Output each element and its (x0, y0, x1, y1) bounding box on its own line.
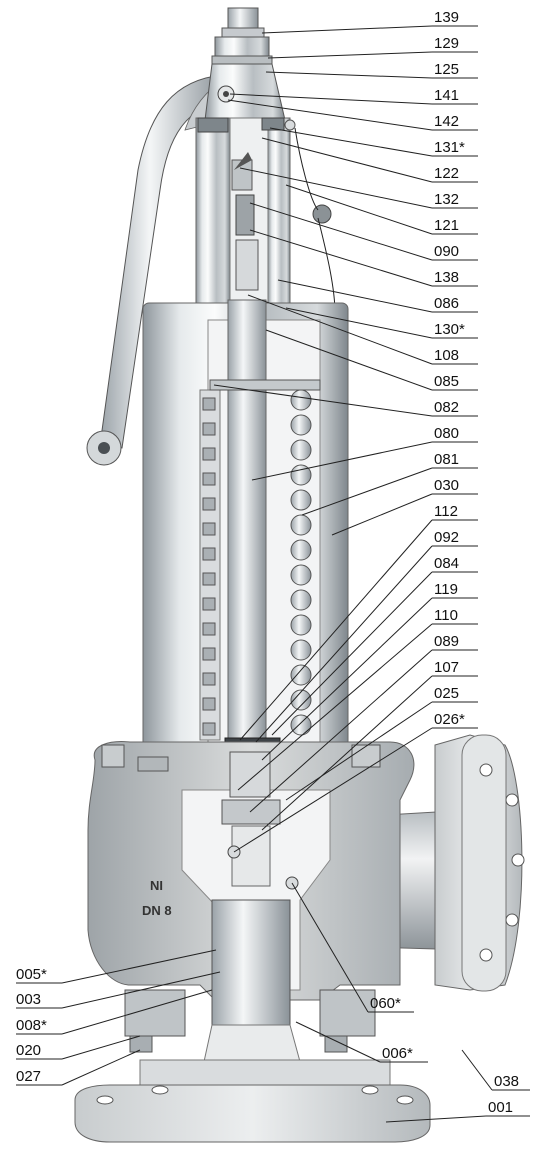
label-110: 110 (434, 607, 458, 624)
label-001: 001 (488, 1099, 513, 1116)
label-138: 138 (434, 269, 459, 286)
label-092: 092 (434, 529, 459, 546)
label-082: 082 (434, 399, 459, 416)
body-marking-ni: NI (150, 878, 163, 893)
label-119: 119 (434, 581, 458, 598)
label-030: 030 (434, 477, 459, 494)
label-142: 142 (434, 113, 459, 130)
label-090: 090 (434, 243, 459, 260)
label-006: 006* (382, 1045, 413, 1062)
label-005: 005* (16, 966, 47, 983)
label-141: 141 (434, 87, 459, 104)
label-060: 060* (370, 995, 401, 1012)
spring-coils (202, 389, 312, 736)
label-132: 132 (434, 191, 459, 208)
label-084: 084 (434, 555, 459, 572)
label-003: 003 (16, 991, 41, 1008)
label-080: 080 (434, 425, 459, 442)
label-107: 107 (434, 659, 459, 676)
label-038: 038 (494, 1073, 519, 1090)
label-125: 125 (434, 61, 459, 78)
label-129: 129 (434, 35, 459, 52)
label-085: 085 (434, 373, 459, 390)
label-112: 112 (434, 503, 458, 520)
inlet-flange (74, 989, 431, 1143)
label-131: 131* (434, 139, 465, 156)
label-121: 121 (434, 217, 459, 234)
lower-right-callouts: 060* 006* 038 001 (291, 882, 530, 1123)
label-020: 020 (16, 1042, 41, 1059)
label-027: 027 (16, 1068, 41, 1085)
label-130: 130* (434, 321, 465, 338)
label-086: 086 (434, 295, 459, 312)
left-callouts: 005* 003 008* 020 027 (16, 949, 221, 1086)
label-139: 139 (434, 9, 459, 26)
bonnet-upper (195, 117, 339, 329)
body-marking-dn: DN 8 (142, 903, 172, 918)
label-025: 025 (434, 685, 459, 702)
valve-body: NI DN 8 (87, 734, 525, 1081)
label-122: 122 (434, 165, 459, 182)
label-081: 081 (434, 451, 459, 468)
label-008: 008* (16, 1017, 47, 1034)
label-026: 026* (434, 711, 465, 728)
label-089: 089 (434, 633, 459, 650)
cap-assembly (204, 7, 286, 121)
label-108: 108 (434, 347, 459, 364)
right-callouts: 139 129 125 141 142 131* 122 132 121 090… (213, 9, 478, 853)
